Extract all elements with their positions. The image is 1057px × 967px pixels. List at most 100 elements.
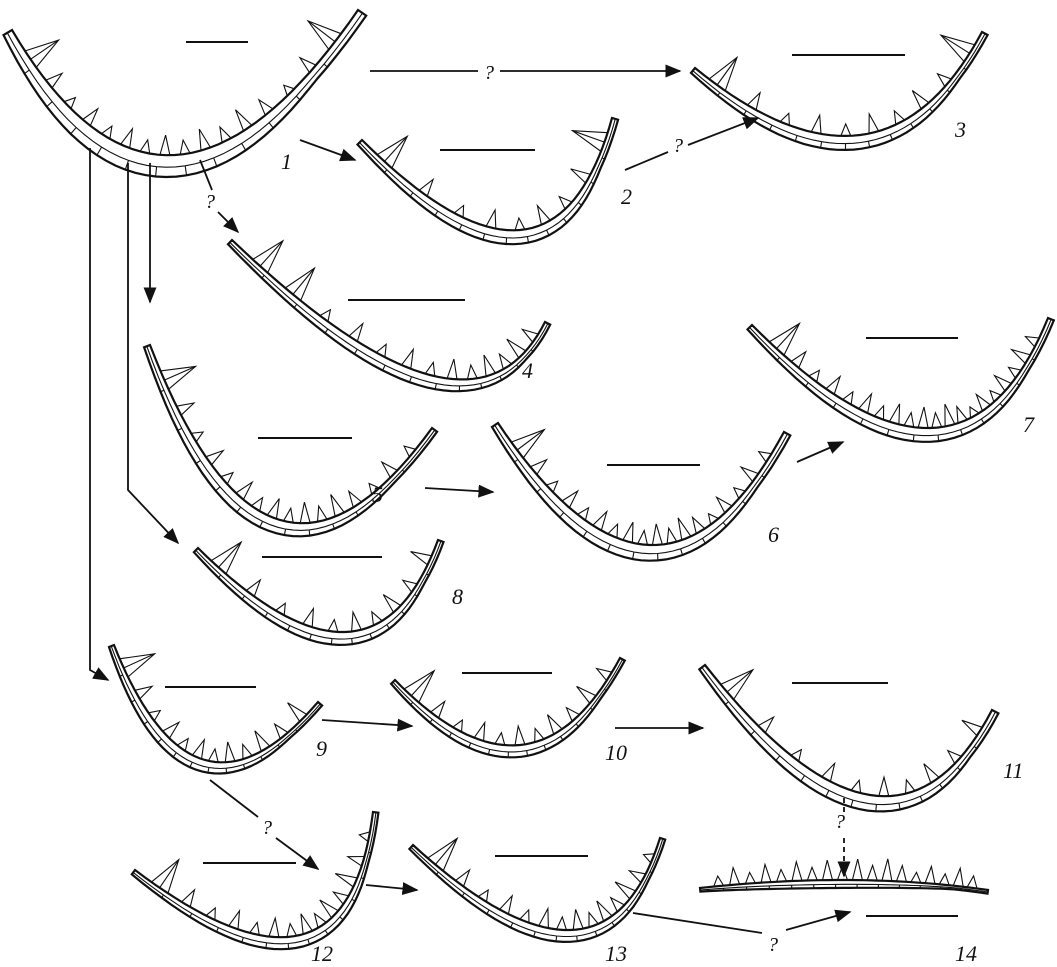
specimen-label-2: 2 [621,184,632,209]
growth-stria [430,719,432,722]
question-mark-1-3: ? [484,62,494,84]
growth-stria [156,167,157,177]
growth-stria [294,304,297,307]
growth-stria [911,124,914,128]
denticle [730,868,740,885]
growth-stria [743,501,746,504]
growth-stria [860,419,863,424]
denticle [717,497,733,513]
denticle [925,867,935,884]
growth-stria [1000,404,1003,407]
specimen-label-7: 7 [1023,412,1035,437]
growth-stria [325,329,328,333]
denticle [791,352,806,368]
specimen-11 [699,665,998,811]
cusp-ridge [777,324,800,349]
denticle [236,482,252,500]
denticle [741,467,759,482]
specimen-1 [4,10,367,177]
growth-stria [402,612,405,615]
growth-stria [260,521,263,527]
growth-stria [577,936,578,941]
question-mark-2-3: ? [673,135,683,157]
growth-stria [97,147,102,155]
growth-stria [612,922,614,926]
growth-stria [47,102,53,107]
growth-stria [261,757,263,760]
growth-stria [262,275,264,278]
growth-stria [266,943,267,948]
growth-stria [71,128,77,134]
arrow-1-to-2 [300,140,355,160]
denticle [807,867,817,880]
denticle [838,866,848,880]
denticle [269,918,279,937]
growth-stria [500,376,502,380]
growth-stria [591,708,593,710]
growth-stria [547,230,549,235]
growth-stria [173,753,176,757]
cusp-ridge [160,860,179,888]
denticle [867,865,877,880]
growth-stria [556,936,557,941]
specimen-8 [194,540,444,645]
growth-stria [920,796,922,801]
growth-stria [436,872,438,875]
growth-stria [725,702,728,705]
growth-stria [560,513,564,518]
growth-stria [776,756,780,761]
growth-stria [537,489,541,493]
denticle [300,58,316,73]
growth-stria [514,460,517,463]
basal-cavity-line [495,425,788,554]
growth-stria [958,768,961,771]
arrow-9-to-10 [322,720,412,726]
denticle [912,91,929,110]
growth-stria [633,552,634,559]
specimen-7 [748,318,1054,442]
specimen-4 [228,240,550,391]
growth-stria [531,350,533,352]
question-mark-1-4: ? [205,191,215,213]
denticle [382,462,398,478]
growth-stria [402,470,404,472]
basal-cavity-line [230,242,548,386]
denticle [163,722,180,738]
denticle [515,726,525,745]
denticle [573,910,583,931]
cusp [160,366,195,389]
specimen-label-8: 8 [452,584,463,609]
growth-stria [265,613,268,617]
basal-cavity-line [360,119,616,238]
cusp-ridge [717,58,737,86]
growth-stria [826,790,829,796]
growth-stria [913,435,914,441]
specimen-label-14: 14 [955,941,977,966]
denticle [932,413,942,428]
element-outline [4,10,367,177]
denticle [826,377,840,395]
growth-stria [278,745,280,747]
denticle [206,451,224,465]
denticle [611,898,625,912]
denticle [300,502,310,523]
cusp [120,654,155,677]
growth-stria [833,403,836,408]
denticle [745,872,755,883]
growth-stria [308,939,310,944]
cusp [941,35,975,62]
element-outline [699,665,998,811]
growth-stria [296,730,298,732]
denticle [882,859,892,881]
growth-stria [296,96,300,100]
growth-stria [801,776,805,782]
element-outline [194,540,444,645]
specimen-5 [144,345,437,536]
denticle [349,324,363,342]
specimen-9 [109,645,322,774]
growth-stria [352,639,353,645]
growth-stria [981,419,984,423]
growth-stria [325,930,328,934]
element-outline [409,838,665,942]
denticle [455,870,469,887]
